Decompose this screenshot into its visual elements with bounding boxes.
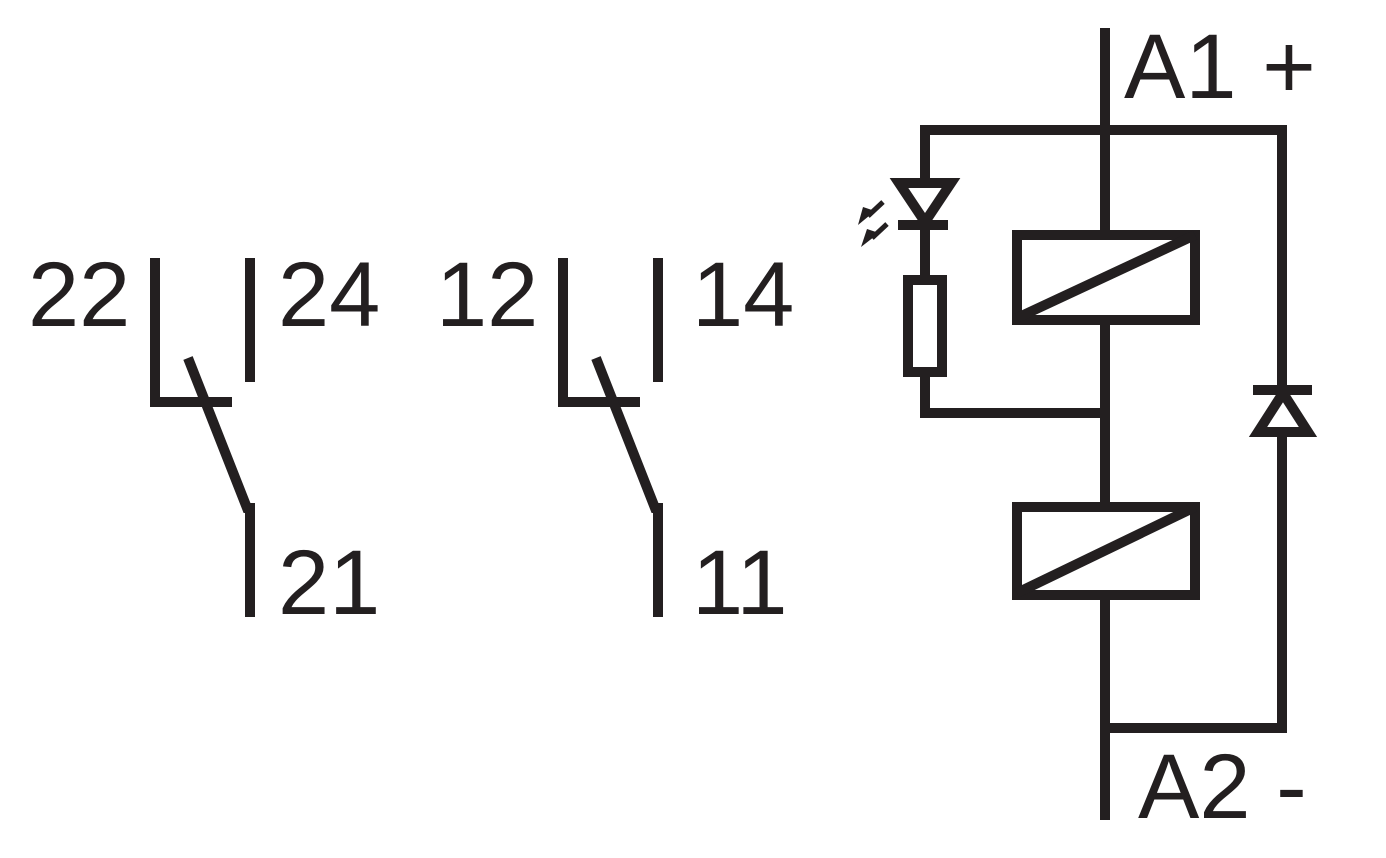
contact-1-switch-blade xyxy=(183,356,255,617)
label-24: 24 xyxy=(278,244,380,346)
label-14: 14 xyxy=(692,244,794,346)
label-12: 12 xyxy=(436,244,538,346)
led-icon xyxy=(889,178,1105,418)
coil-circuit: A1 + A2 - xyxy=(858,16,1318,838)
relay-coil-1 xyxy=(1012,230,1200,325)
label-a1-positive: A1 + xyxy=(1124,16,1316,118)
label-21: 21 xyxy=(278,532,380,634)
coil-2-diagonal xyxy=(1014,502,1198,598)
label-11: 11 xyxy=(692,532,788,634)
wire-loop xyxy=(920,125,1287,733)
label-22: 22 xyxy=(28,244,130,346)
light-emission-arrows-icon xyxy=(858,200,889,247)
contact-set-1: 22 24 21 xyxy=(28,244,380,634)
resistor-icon xyxy=(903,275,947,377)
label-a2-negative: A2 - xyxy=(1138,736,1307,838)
coil-1-diagonal xyxy=(1014,230,1198,323)
freewheel-diode-icon xyxy=(1248,383,1318,437)
contact-set-2: 12 14 11 xyxy=(436,244,794,634)
contact-2-switch-blade xyxy=(591,356,663,617)
relay-coil-2 xyxy=(1012,502,1200,600)
